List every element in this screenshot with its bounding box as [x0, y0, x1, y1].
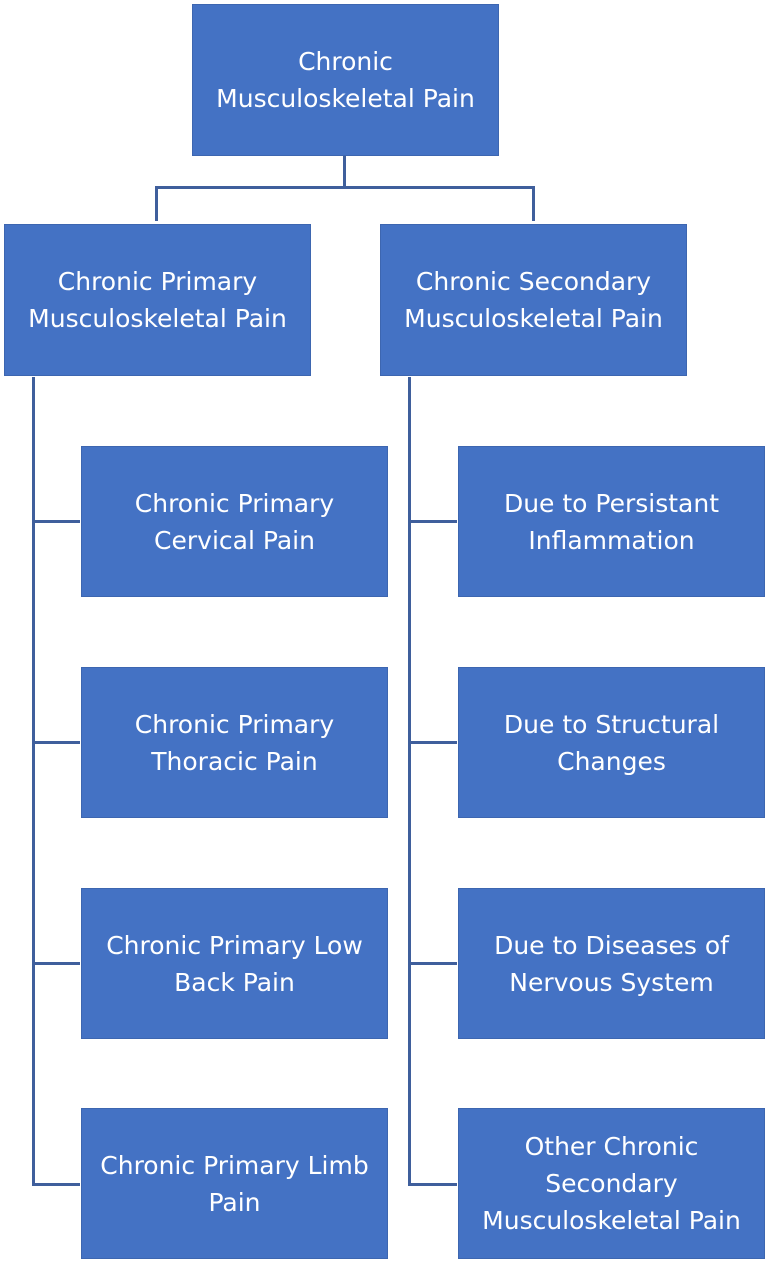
left-spine	[32, 377, 35, 1185]
leaf-node: Chronic Primary Thoracic Pain	[81, 667, 388, 818]
root-label: Chronic Musculoskeletal Pain	[216, 47, 475, 113]
branch-node-secondary: Chronic Secondary Musculoskeletal Pain	[380, 224, 687, 376]
branch-bus	[155, 186, 535, 189]
leaf-node: Chronic Primary Low Back Pain	[81, 888, 388, 1039]
left-tick-3	[32, 962, 80, 965]
branch-node-primary: Chronic Primary Musculoskeletal Pain	[4, 224, 311, 376]
leaf-label: Chronic Primary Cervical Pain	[134, 488, 335, 555]
branch-label: Chronic Secondary Musculoskeletal Pain	[404, 267, 663, 333]
right-tick-2	[408, 741, 457, 744]
right-spine	[408, 377, 411, 1185]
right-branch-drop	[532, 186, 535, 221]
leaf-node: Other Chronic Secondary Musculoskeletal …	[458, 1108, 765, 1259]
leaf-label: Chronic Primary Thoracic Pain	[134, 709, 335, 776]
leaf-label: Due to Structural Changes	[503, 709, 720, 776]
leaf-node: Due to Structural Changes	[458, 667, 765, 818]
leaf-node: Due to Diseases of Nervous System	[458, 888, 765, 1039]
leaf-label: Other Chronic Secondary Musculoskeletal …	[482, 1132, 741, 1235]
leaf-node: Due to Persistant Inflammation	[458, 446, 765, 597]
right-tick-4	[408, 1183, 457, 1186]
left-branch-drop	[155, 186, 158, 221]
leaf-node: Chronic Primary Cervical Pain	[81, 446, 388, 597]
left-tick-4	[32, 1183, 80, 1186]
right-tick-1	[408, 520, 457, 523]
leaf-label: Due to Diseases of Nervous System	[494, 930, 729, 997]
root-stem	[343, 156, 346, 188]
leaf-label: Due to Persistant Inflammation	[503, 488, 720, 555]
branch-label: Chronic Primary Musculoskeletal Pain	[28, 267, 287, 333]
leaf-label: Chronic Primary Low Back Pain	[106, 930, 363, 997]
leaf-label: Chronic Primary Limb Pain	[100, 1150, 369, 1217]
right-tick-3	[408, 962, 457, 965]
leaf-node: Chronic Primary Limb Pain	[81, 1108, 388, 1259]
left-tick-2	[32, 741, 80, 744]
left-tick-1	[32, 520, 80, 523]
root-node: Chronic Musculoskeletal Pain	[192, 4, 499, 156]
